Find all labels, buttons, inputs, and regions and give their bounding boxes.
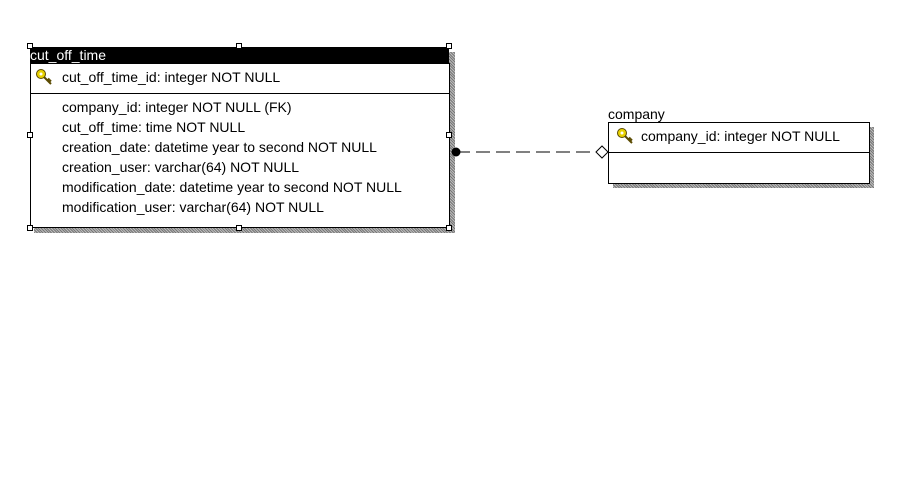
pk-separator <box>609 152 869 153</box>
resize-handle-n[interactable] <box>236 43 242 49</box>
attribute-row[interactable]: modification_user: varchar(64) NOT NULL <box>62 199 324 215</box>
pk-separator <box>31 93 449 94</box>
pk-attribute[interactable]: cut_off_time_id: integer NOT NULL <box>62 69 281 85</box>
attribute-row[interactable]: creation_date: datetime year to second N… <box>62 139 377 155</box>
resize-handle-se[interactable] <box>446 225 452 231</box>
resize-handle-sw[interactable] <box>27 225 33 231</box>
key-icon <box>617 128 633 144</box>
resize-handle-e[interactable] <box>446 132 452 138</box>
resize-handle-w[interactable] <box>27 132 33 138</box>
resize-handle-s[interactable] <box>236 225 242 231</box>
attribute-row[interactable]: creation_user: varchar(64) NOT NULL <box>62 159 300 175</box>
attribute-row[interactable]: modification_date: datetime year to seco… <box>62 179 402 195</box>
pk-attribute[interactable]: company_id: integer NOT NULL <box>641 128 840 144</box>
entity-title-company[interactable]: company <box>608 106 665 122</box>
attribute-row[interactable]: company_id: integer NOT NULL (FK) <box>62 99 292 115</box>
entity-body[interactable] <box>608 122 870 184</box>
zero-or-one-diamond <box>595 145 609 159</box>
entity-title-cut-off-time[interactable]: cut_off_time <box>30 47 449 63</box>
resize-handle-ne[interactable] <box>446 43 452 49</box>
key-icon <box>36 69 52 85</box>
many-cardinality-dot <box>451 147 461 157</box>
resize-handle-nw[interactable] <box>27 43 33 49</box>
attribute-row[interactable]: cut_off_time: time NOT NULL <box>62 119 246 135</box>
